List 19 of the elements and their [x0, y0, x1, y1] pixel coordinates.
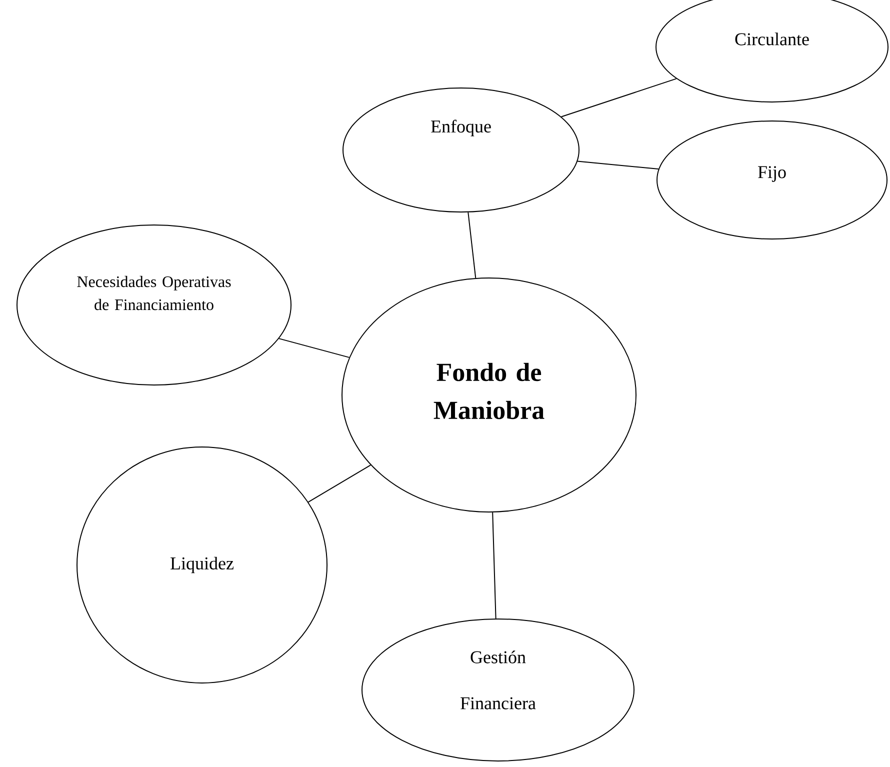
- ellipse-node: [16, 224, 292, 386]
- ellipse-node: [342, 88, 580, 212]
- node-text: Enfoque: [431, 120, 491, 136]
- connector-line: [577, 160, 659, 170]
- node-text: Liquidez: [170, 556, 234, 574]
- node-text: Circulante: [735, 32, 809, 46]
- ellipse-node: [362, 618, 634, 762]
- connector-line: [468, 212, 476, 278]
- connector-line: [278, 338, 350, 358]
- node-text: Fondo de Maniobra: [434, 362, 544, 420]
- ellipse-node: [656, 120, 888, 240]
- connector-line: [492, 512, 496, 619]
- ellipse-node: [76, 446, 328, 684]
- connector-line: [560, 78, 677, 118]
- node-text: Fijo: [758, 166, 786, 182]
- connector-line: [308, 464, 372, 503]
- node-text: Gestión Financiera: [460, 650, 536, 710]
- node-text: Necesidades Operativas de Financiamiento: [77, 276, 231, 310]
- ellipse-node: [342, 278, 636, 512]
